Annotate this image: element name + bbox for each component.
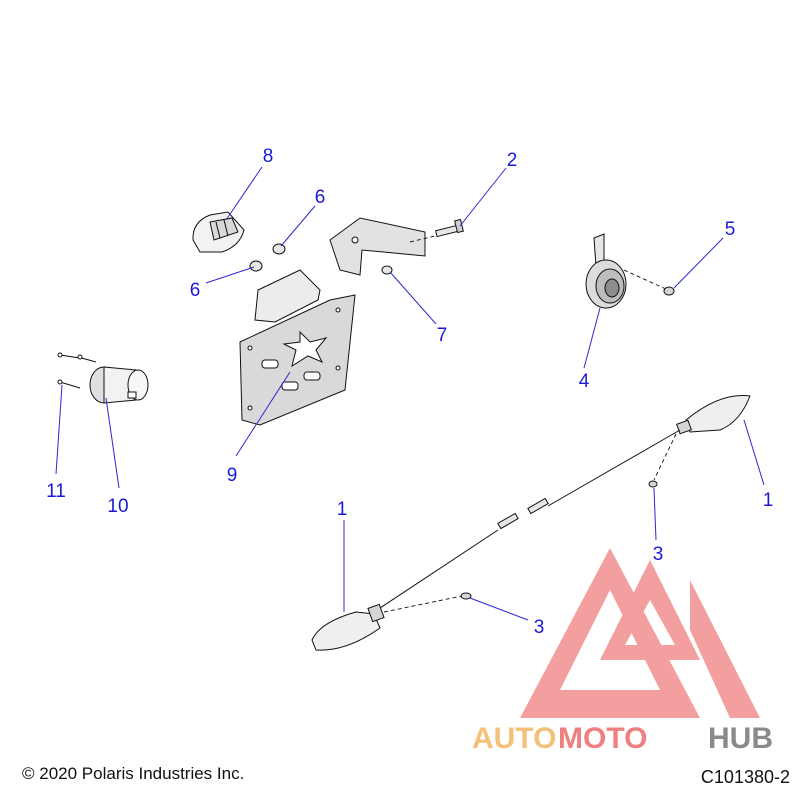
callout-2: 2 bbox=[507, 150, 518, 171]
callout-3-left: 3 bbox=[534, 617, 545, 638]
callout-3-right: 3 bbox=[653, 544, 664, 565]
nut-part-6-a bbox=[272, 243, 286, 255]
turn-signal-part-1-right bbox=[527, 395, 751, 515]
callout-6-a: 6 bbox=[315, 187, 326, 208]
watermark-text: AUTO MOTO HUB bbox=[472, 722, 773, 755]
callout-10: 10 bbox=[107, 496, 128, 517]
screw-part-5 bbox=[663, 286, 675, 296]
callout-11: 11 bbox=[46, 481, 66, 502]
copyright-text: © 2020 Polaris Industries Inc. bbox=[22, 764, 245, 783]
callout-labels: 8 6 6 2 7 5 4 9 10 11 1 1 3 3 bbox=[46, 146, 773, 638]
callout-9: 9 bbox=[227, 465, 238, 486]
light-housing-part-10 bbox=[89, 366, 149, 404]
screws-part-11 bbox=[57, 352, 97, 389]
callout-4: 4 bbox=[579, 371, 590, 392]
reflector-part-8 bbox=[192, 211, 245, 253]
nut-part-6-b bbox=[249, 260, 263, 272]
callout-8: 8 bbox=[263, 146, 274, 167]
leader-lines bbox=[55, 166, 765, 621]
bolt-part-2 bbox=[409, 218, 464, 243]
screw-part-3-a bbox=[648, 480, 658, 488]
license-bracket-part-9 bbox=[239, 217, 426, 426]
svg-text:AUTO: AUTO bbox=[472, 722, 556, 755]
drawing-id: C101380-2 bbox=[700, 767, 790, 787]
horn-part-4 bbox=[585, 233, 669, 309]
callout-7: 7 bbox=[437, 325, 448, 346]
watermark-logo bbox=[520, 548, 760, 718]
nut-part-7 bbox=[381, 265, 393, 275]
svg-text:MOTO: MOTO bbox=[558, 722, 647, 755]
turn-signal-part-1-left bbox=[311, 512, 519, 651]
callout-6-b: 6 bbox=[190, 280, 201, 301]
screw-part-3-b bbox=[460, 592, 472, 600]
callout-1-left: 1 bbox=[337, 499, 348, 520]
callout-5: 5 bbox=[725, 219, 736, 240]
svg-text:HUB: HUB bbox=[708, 722, 773, 755]
callout-1-right: 1 bbox=[763, 490, 774, 511]
